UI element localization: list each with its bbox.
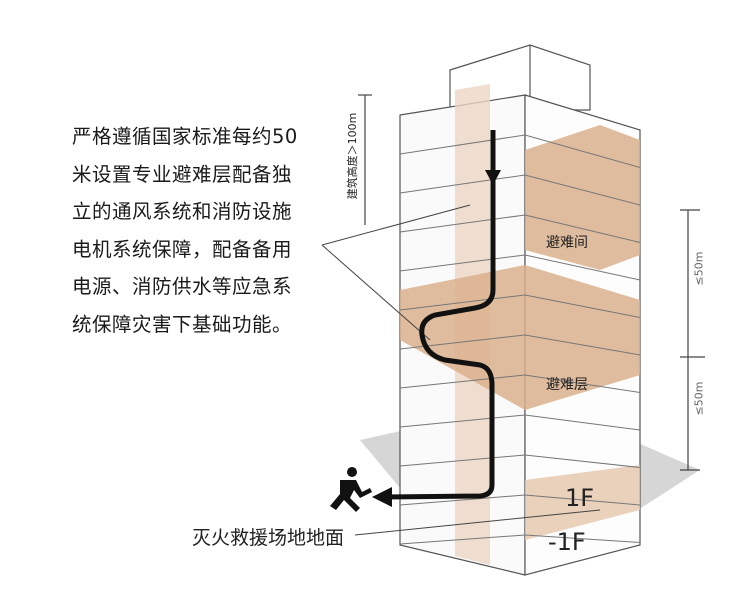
floor-lines	[399, 134, 641, 545]
dimension-lines	[358, 94, 705, 471]
escape-route	[384, 130, 496, 500]
floor-line	[399, 454, 641, 468]
floor-line	[399, 254, 641, 281]
leader-lines	[321, 204, 601, 536]
spacing-upper-label: ≤50m	[692, 251, 706, 286]
description-line: 电源、消防供水等应急系	[72, 275, 293, 298]
description-line: 统保障灾害下基础功能。	[72, 312, 293, 336]
spacing-lower-label: ≤50m	[692, 381, 706, 416]
arrow-down-icon	[485, 170, 501, 185]
floor-line	[399, 534, 641, 545]
refuge-room-label: 避难间	[546, 235, 588, 251]
arrow-left-icon	[372, 487, 392, 507]
refuge-room-block	[525, 125, 640, 270]
description-text: 严格遵循国家标准每约50 米设置专业避难层配备独 立的通风系统和消防设施 电机系…	[72, 118, 332, 343]
floor-line	[399, 374, 641, 393]
description-line: 立的通风系统和消防设施	[72, 200, 293, 223]
floor-line	[399, 214, 641, 243]
basement-band	[525, 465, 640, 540]
description-line: 严格遵循国家标准每约50	[72, 125, 298, 148]
floor-line	[399, 334, 641, 356]
floor-1f-label: 1F	[565, 484, 595, 512]
floor-line	[399, 494, 641, 506]
floor-line	[399, 134, 641, 168]
floor-line	[399, 294, 641, 318]
floor-b1-label: -1F	[548, 528, 586, 556]
floor-line	[399, 414, 641, 431]
refuge-floor-band	[400, 265, 640, 410]
floor-line	[399, 174, 641, 206]
refuge-floor-label: 避难层	[546, 377, 588, 393]
description-line: 电机系统保障，配备备用	[72, 237, 293, 261]
description-line: 米设置专业避难层配备独	[72, 162, 293, 186]
ground-label: 灭火救援场地地面	[192, 527, 345, 549]
running-person-icon	[330, 467, 372, 512]
building-height-label: 建筑高度＞100m	[346, 112, 359, 200]
